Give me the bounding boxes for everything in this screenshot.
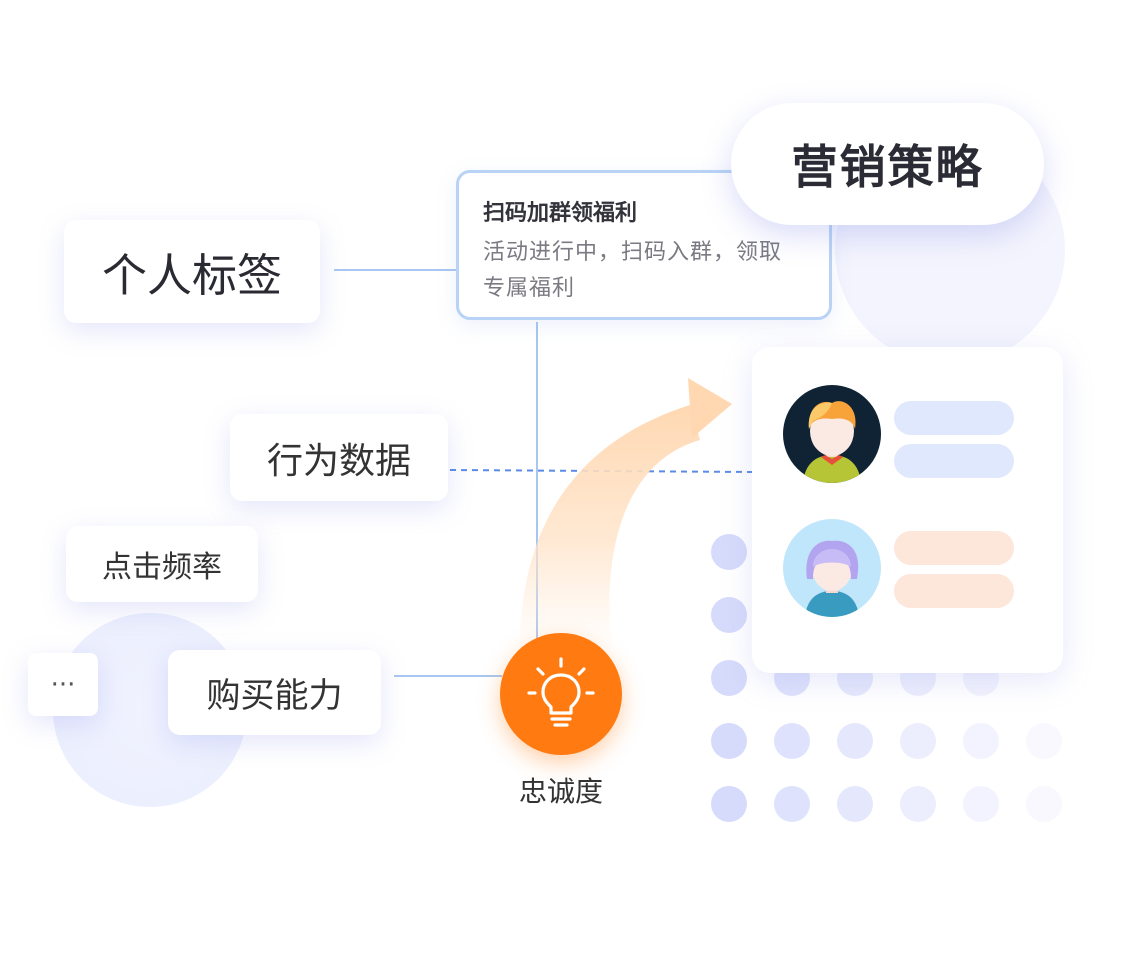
curved-arrow-icon <box>520 378 732 650</box>
tag-click-rate: 点击频率 <box>66 526 258 602</box>
tag-click-label: 点击频率 <box>102 550 222 585</box>
campaign-title: 扫码加群领福利 <box>483 201 638 226</box>
user-avatar-icon <box>783 385 881 483</box>
info-bar-blue-1 <box>894 401 1014 435</box>
info-bar-blue-2 <box>894 444 1014 478</box>
tag-more-label: ··· <box>50 669 76 700</box>
user-avatar-icon <box>783 519 881 617</box>
tag-behavior-data: 行为数据 <box>230 414 448 501</box>
campaign-card: 扫码加群领福利 活动进行中，扫码入群，领取 专属福利 <box>456 170 832 320</box>
tag-personal: 个人标签 <box>64 220 320 323</box>
loyalty-node <box>500 633 622 755</box>
campaign-desc-line2: 专属福利 <box>483 276 576 301</box>
user-profile-card <box>752 347 1063 673</box>
strategy-pill: 营销策略 <box>731 103 1044 225</box>
tag-buying-power: 购买能力 <box>168 650 381 735</box>
campaign-desc-line1: 活动进行中，扫码入群，领取 <box>483 240 783 265</box>
tag-buy-label: 购买能力 <box>206 676 343 716</box>
tag-personal-label: 个人标签 <box>101 249 282 302</box>
tag-behavior-label: 行为数据 <box>266 440 411 482</box>
loyalty-label: 忠诚度 <box>518 775 603 808</box>
info-bar-peach-1 <box>894 531 1014 565</box>
tag-more: ··· <box>28 653 98 716</box>
strategy-title: 营销策略 <box>791 140 984 194</box>
lightbulb-icon <box>527 657 595 727</box>
campaign-description: 活动进行中，扫码入群，领取 专属福利 <box>483 235 805 307</box>
info-bar-peach-2 <box>894 574 1014 608</box>
